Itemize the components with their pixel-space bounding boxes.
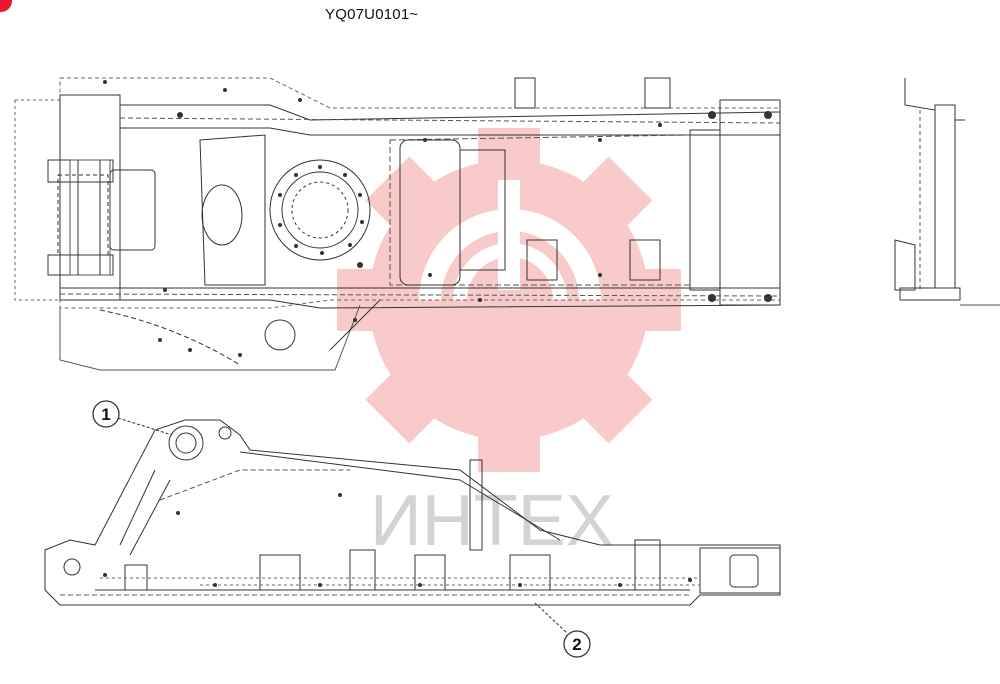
frame-top-view (15, 78, 780, 370)
frame-side-elevation (45, 420, 780, 605)
frame-end-view (895, 78, 1000, 305)
callout-1: 1 (93, 401, 172, 435)
callout-number: 1 (101, 405, 110, 424)
callout-number: 2 (572, 635, 581, 654)
serial-code: YQ07U0101~ (325, 6, 419, 23)
watermark-text: ИНТЕХ (370, 481, 614, 561)
callout-2: 2 (535, 603, 590, 657)
